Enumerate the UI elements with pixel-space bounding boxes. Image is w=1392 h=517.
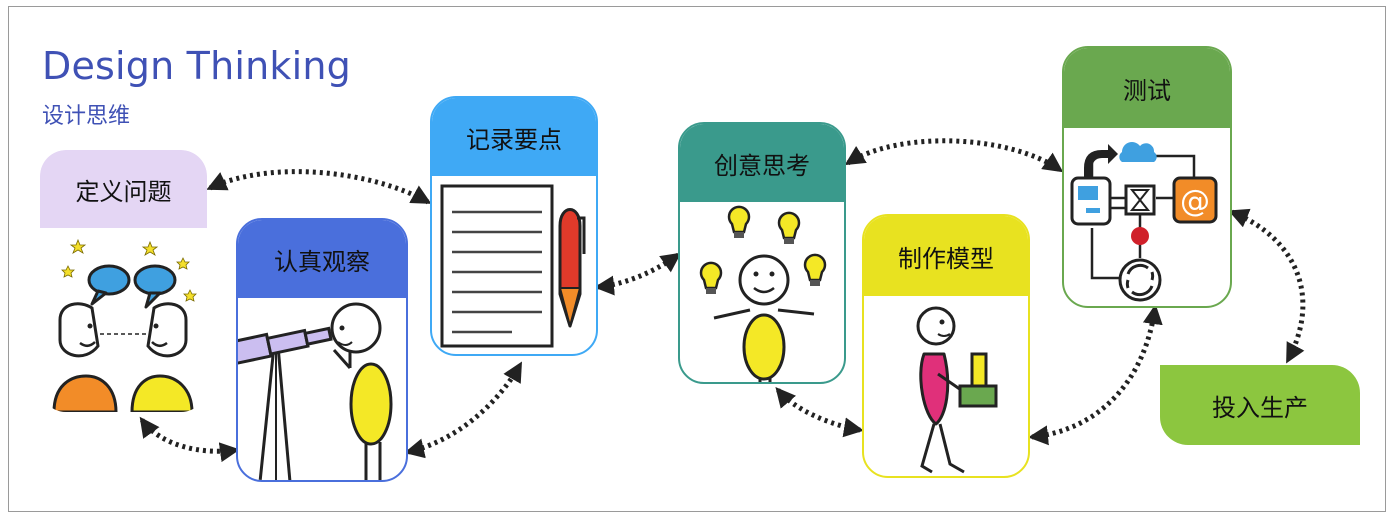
step-label-notes: 记录要点	[432, 98, 596, 176]
person-with-lightbulbs-icon	[699, 205, 827, 382]
step-card-observe: 认真观察	[236, 218, 408, 482]
step-label-define: 定义问题	[40, 150, 207, 228]
diagram-subtitle: 设计思维	[42, 104, 131, 129]
person-carrying-model-icon	[916, 306, 998, 474]
step-card-define: 定义问题	[40, 150, 207, 412]
step-label-production: 投入生产	[1212, 393, 1308, 422]
document-and-pen-icon	[440, 184, 586, 348]
person-with-telescope-icon	[238, 302, 393, 480]
step-card-notes: 记录要点	[430, 96, 598, 356]
svg-text:@: @	[1180, 184, 1210, 219]
step-card-prototype: 制作模型	[862, 214, 1030, 478]
two-people-talking-icon	[52, 238, 197, 412]
testing-flow-diagram-icon: @	[1070, 142, 1218, 302]
step-label-observe: 认真观察	[238, 220, 406, 298]
step-label-ideate: 创意思考	[680, 124, 844, 202]
step-card-ideate: 创意思考	[678, 122, 846, 384]
arrow-define-notes	[206, 169, 432, 205]
arrow-observe-notes	[404, 361, 523, 459]
step-label-prototype: 制作模型	[864, 216, 1028, 296]
diagram-border	[8, 6, 1386, 512]
step-label-test: 测试	[1064, 48, 1230, 128]
step-card-test: 测试 @	[1062, 46, 1232, 308]
arrow-notes-ideate	[594, 252, 682, 296]
arrow-prototype-test	[1028, 304, 1163, 446]
arrow-ideate-test	[844, 138, 1064, 173]
arrow-test-production	[1228, 208, 1306, 364]
step-production: 投入生产	[1160, 365, 1360, 445]
arrow-define-observe	[139, 416, 240, 463]
arrow-ideate-prototype	[775, 386, 864, 438]
diagram-title: Design Thinking	[42, 44, 351, 88]
